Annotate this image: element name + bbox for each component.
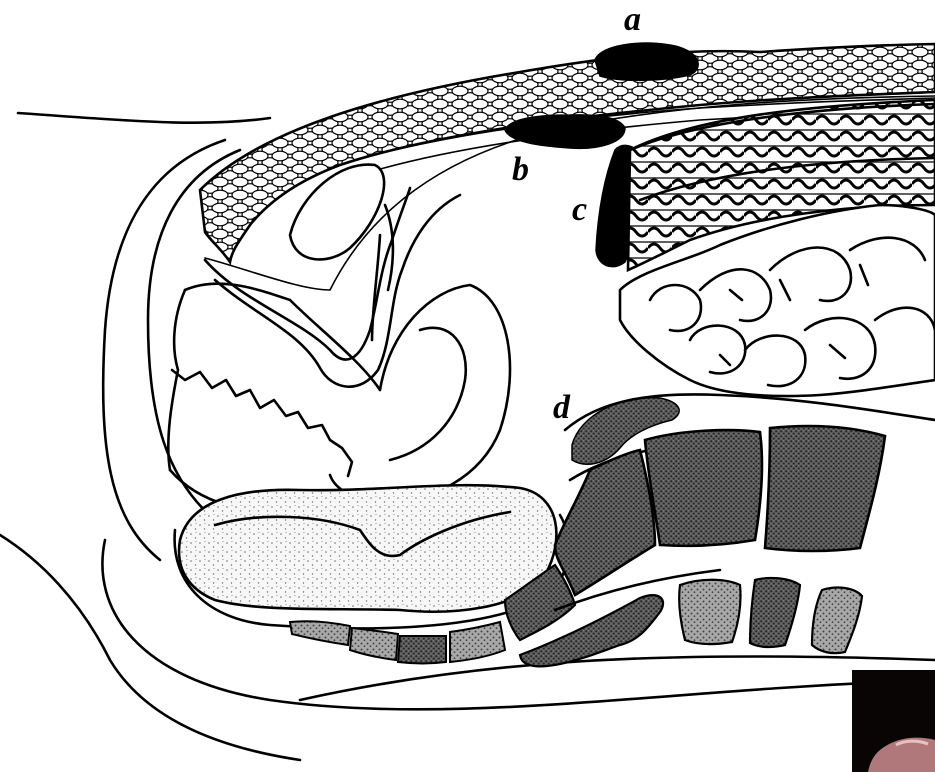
label-a: a (624, 1, 641, 38)
dark-mass-a (595, 43, 698, 80)
label-b: b (512, 151, 529, 188)
caudal-segment-2 (750, 578, 800, 647)
ventral-skin-contour (300, 656, 935, 700)
photo-corner-inset (852, 670, 935, 772)
upper-skin-contour (18, 113, 270, 123)
dark-mass-b (505, 115, 625, 148)
caudal-segment-1 (679, 580, 740, 644)
vertebral-body-2 (765, 426, 885, 551)
label-c: c (572, 191, 587, 228)
stippled-elongated-organ (179, 485, 556, 611)
lobe-inner-curve (390, 328, 466, 460)
vertebral-body-3 (555, 450, 655, 595)
zigzag-suture (172, 370, 352, 476)
vertebral-body-1 (645, 430, 762, 546)
lobe-left-edge (168, 290, 185, 470)
label-d: d (553, 389, 571, 426)
caudal-segment-3 (812, 588, 862, 654)
